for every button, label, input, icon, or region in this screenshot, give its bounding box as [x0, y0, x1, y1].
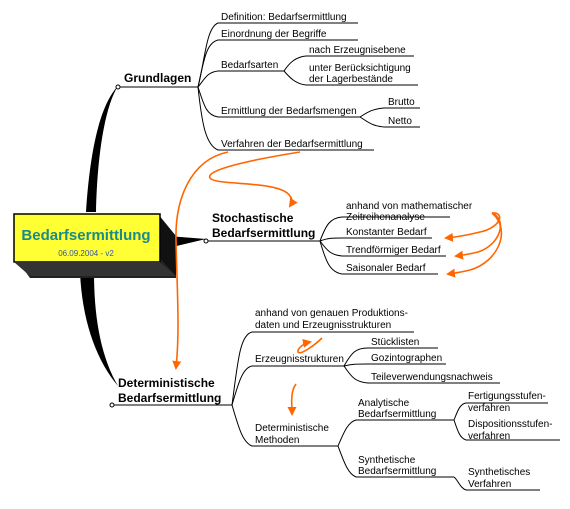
- connector-analytische: [337, 419, 454, 447]
- item-analytische-1[interactable]: Analytische: [358, 398, 410, 409]
- connector-lager: [283, 70, 418, 86]
- connector-produktion: [231, 331, 414, 406]
- node-dot: [109, 402, 115, 408]
- connector-brutto: [359, 107, 420, 118]
- item-trend[interactable]: Trendförmiger Bedarf: [346, 245, 441, 256]
- connector-synth-verfahren: [453, 476, 540, 491]
- item-nach-erzeugnisebene[interactable]: nach Erzeugnisebene: [309, 45, 406, 56]
- connector-gozinto: [343, 363, 446, 367]
- relation-arrow-zeitreihe-saison: [446, 212, 503, 278]
- item-stuecklisten[interactable]: Stücklisten: [371, 337, 419, 348]
- item-netto[interactable]: Netto: [388, 116, 412, 127]
- item-methoden-2[interactable]: Methoden: [255, 435, 299, 446]
- connector-bedarfsarten: [197, 70, 284, 88]
- item-konstant[interactable]: Konstanter Bedarf: [346, 227, 427, 238]
- node-dot: [203, 238, 209, 244]
- connector-synthetische: [337, 445, 454, 478]
- item-produktion-2[interactable]: daten und Erzeugnisstrukturen: [255, 320, 391, 331]
- connector-fertigung: [453, 402, 548, 421]
- relation-arrow-verfahren-deterministisch: [172, 151, 229, 370]
- item-erzeugnisstrukturen[interactable]: Erzeugnisstrukturen: [255, 354, 344, 365]
- central-node[interactable]: Bedarfsermittlung 06.09.2004 - v2: [13, 213, 176, 278]
- topic-deterministisch-1[interactable]: Deterministische: [118, 376, 215, 390]
- item-gozintographen[interactable]: Gozintographen: [371, 353, 442, 364]
- item-zeitreihe-1[interactable]: anhand von mathematischer: [346, 201, 473, 212]
- item-ermittlung[interactable]: Ermittlung der Bedarfsmengen: [221, 106, 357, 117]
- relation-arrow-erzeugnis-methoden: [287, 383, 297, 416]
- item-dispo-2[interactable]: verfahren: [468, 431, 510, 442]
- item-verfahren[interactable]: Verfahren der Bedarfsermittlung: [221, 139, 363, 150]
- item-saison[interactable]: Saisonaler Bedarf: [346, 263, 426, 274]
- item-fertigung-1[interactable]: Fertigungsstufen-: [468, 391, 546, 402]
- item-einordnung[interactable]: Einordnung der Begriffe: [221, 29, 327, 40]
- connector-methoden: [231, 404, 338, 447]
- relation-arrow-zeitreihe-trend: [454, 212, 502, 260]
- connector-stuecklisten: [343, 347, 438, 367]
- relation-arrow-verfahren-stochastisch: [209, 151, 301, 208]
- item-synth-verfahren-2[interactable]: Verfahren: [468, 479, 511, 490]
- branch-stochastisch: [168, 236, 206, 248]
- item-lager-1[interactable]: unter Berücksichtigung: [309, 63, 411, 74]
- connector-einordnung: [197, 39, 358, 88]
- relation-arrow-zeitreihe-konstant: [444, 212, 501, 242]
- topic-stochastisch-1[interactable]: Stochastische: [212, 211, 294, 225]
- connector-trend: [319, 240, 446, 257]
- item-synth-verfahren-1[interactable]: Synthetisches: [468, 467, 530, 478]
- item-bedarfsarten[interactable]: Bedarfsarten: [221, 60, 278, 71]
- connector-konstant: [319, 237, 432, 242]
- item-lager-2[interactable]: der Lagerbestände: [309, 74, 393, 85]
- connector-ermittlung: [197, 86, 360, 118]
- branch-grundlagen: [86, 86, 118, 212]
- item-synthetische-1[interactable]: Synthetische: [358, 455, 416, 466]
- item-synthetische-2[interactable]: Bedarfsermittlung: [358, 466, 436, 477]
- connector-erzeugnisstrukturen: [231, 365, 344, 406]
- central-title: Bedarfsermittlung: [21, 227, 150, 244]
- node-dot: [115, 84, 121, 90]
- connector-verfahren: [197, 86, 374, 151]
- item-definition[interactable]: Definition: Bedarfsermittlung: [221, 12, 347, 23]
- item-zeitreihe-2[interactable]: Zeitreihenanalyse: [346, 212, 425, 223]
- item-teileverwendung[interactable]: Teileverwendungsnachweis: [371, 372, 493, 383]
- connector-teile: [343, 365, 500, 384]
- relation-arrow-produktion-erzeugnis: [297, 337, 323, 354]
- connector-dispo: [453, 419, 560, 441]
- connector-netto: [359, 116, 420, 128]
- item-brutto[interactable]: Brutto: [388, 97, 415, 108]
- connector-erzeugnisebene: [283, 55, 414, 72]
- item-fertigung-2[interactable]: verfahren: [468, 403, 510, 414]
- topic-grundlagen[interactable]: Grundlagen: [124, 71, 191, 85]
- topic-stochastisch-2[interactable]: Bedarfsermittlung: [212, 226, 315, 240]
- item-produktion-1[interactable]: anhand von genauen Produktions-: [255, 308, 408, 319]
- item-dispo-1[interactable]: Dispositionsstufen-: [468, 419, 552, 430]
- topic-deterministisch-2[interactable]: Bedarfsermittlung: [118, 391, 221, 405]
- central-subtitle: 06.09.2004 - v2: [58, 249, 114, 258]
- item-methoden-1[interactable]: Deterministische: [255, 423, 329, 434]
- branch-deterministisch: [80, 272, 118, 386]
- connector-saison: [319, 240, 438, 275]
- item-analytische-2[interactable]: Bedarfsermittlung: [358, 409, 436, 420]
- connector-zeitreihe: [319, 216, 450, 242]
